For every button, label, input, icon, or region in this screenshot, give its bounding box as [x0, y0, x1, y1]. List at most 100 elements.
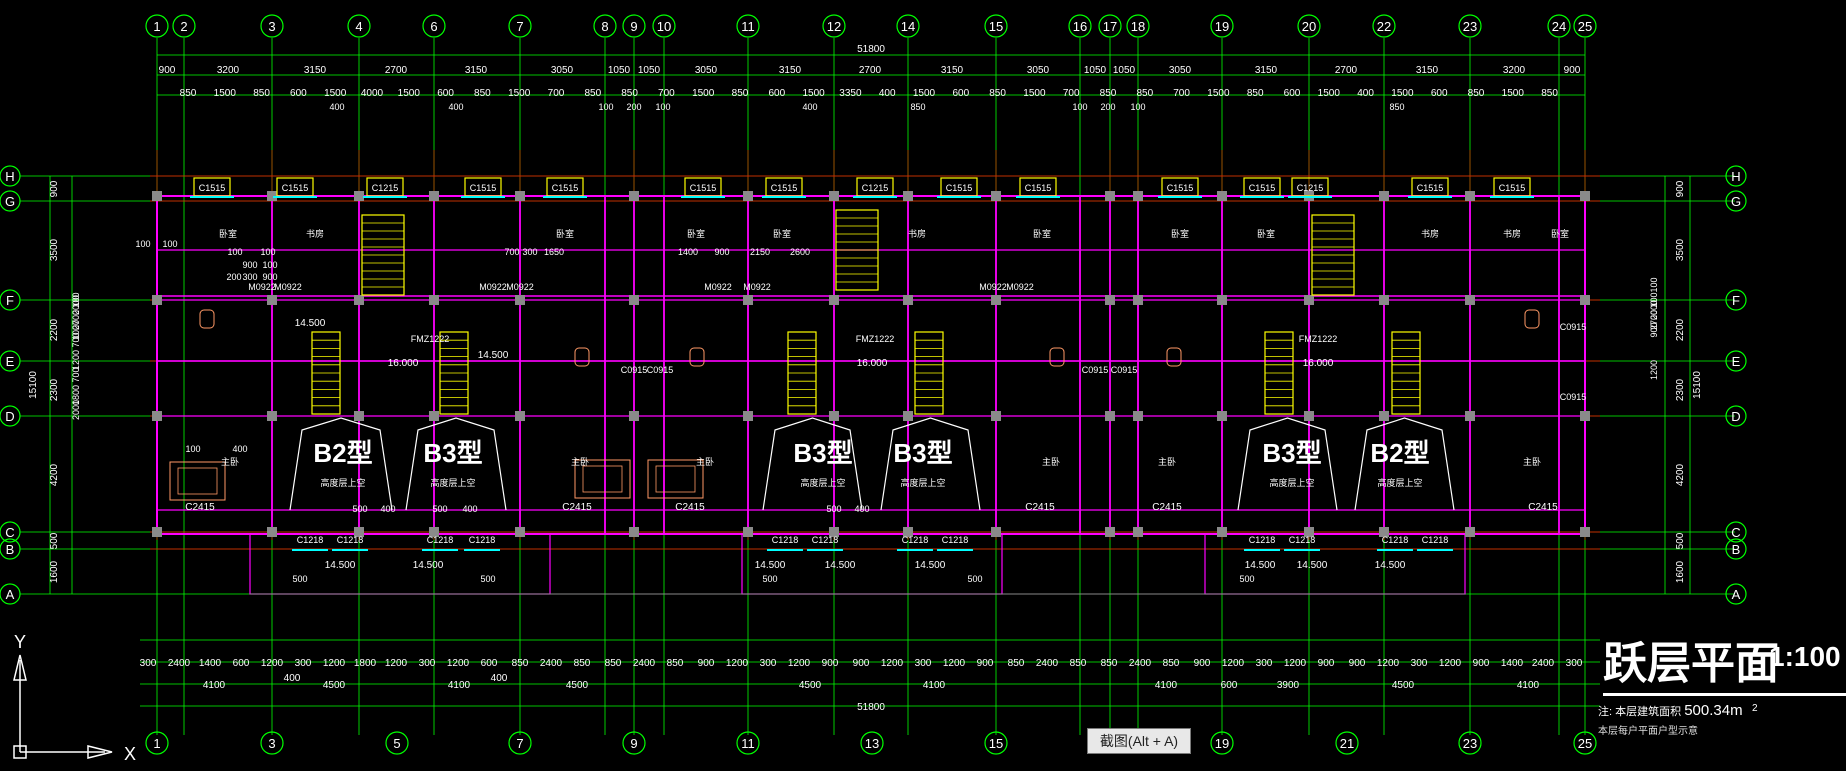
dim-bottom1: 850 [605, 658, 622, 669]
dim-bottom2: 4100 [923, 680, 946, 691]
area-note: 注: 本层建筑面积 500.34m [1598, 702, 1743, 719]
window-label-c1218: C1218 [337, 535, 364, 545]
axis-bubble-top [736, 14, 760, 38]
unit-type-label: B2型 [1370, 438, 1429, 468]
column [991, 527, 1001, 537]
plan-small-dim: 100 [162, 239, 177, 249]
room-label: 书房 [908, 228, 926, 239]
column [267, 411, 277, 421]
axis-bubble-top-label: 7 [516, 19, 523, 34]
column [1133, 411, 1143, 421]
dim-row1: 3200 [217, 65, 240, 76]
unit-sub-label: 高度层上空 [800, 477, 845, 488]
axis-bubble-bottom [622, 731, 646, 755]
axis-bubble-top-label: 9 [630, 19, 637, 34]
bay-window-outline [880, 417, 981, 511]
dim-row2: 850 [253, 88, 270, 99]
dim-row2: 850 [621, 88, 638, 99]
column [1133, 191, 1143, 201]
column [515, 527, 525, 537]
level-label: 14.500 [413, 560, 444, 571]
window-label-c1218: C1218 [942, 535, 969, 545]
dim-row2: 850 [180, 88, 197, 99]
column [1217, 527, 1227, 537]
dim-bottom1: 1200 [261, 658, 284, 669]
axis-bubble-bottom [860, 731, 884, 755]
unit-sub-label: 高度层上空 [430, 477, 475, 488]
level-label: 14.500 [1245, 560, 1276, 571]
axis-bubble-top-label: 8 [601, 19, 608, 34]
unit-sub-label: 高度层上空 [1269, 477, 1314, 488]
dim-row2-sub: 100 [655, 102, 670, 112]
plan-small-dim: 500 [826, 504, 841, 514]
grid-lines [20, 38, 1735, 735]
column [829, 411, 839, 421]
dim-row2: 700 [548, 88, 565, 99]
dim-row2: 850 [1468, 88, 1485, 99]
dim-left-inner: 700 [71, 367, 81, 382]
dim-row1: 3150 [1255, 65, 1278, 76]
dim-bottom1: 1800 [354, 658, 377, 669]
plan-small-dim: 400 [462, 504, 477, 514]
fire-door-label: FMZ1222 [411, 334, 450, 344]
plan-small-dim: 900 [242, 260, 257, 270]
axis-bubble-left [0, 405, 21, 427]
axis-bubble-top [508, 14, 532, 38]
dim-bottom1: 2400 [540, 658, 563, 669]
level-label: 16.000 [388, 358, 419, 369]
axis-bubble-right-label: B [1732, 542, 1741, 557]
dim-row2-sub: 850 [1389, 102, 1404, 112]
dim-row2: 1500 [1023, 88, 1046, 99]
window-label-c2415: C2415 [1025, 502, 1055, 513]
dim-bottom2: 3900 [1277, 680, 1300, 691]
window-label-c1218: C1218 [469, 535, 496, 545]
dim-bottom1: 2400 [633, 658, 656, 669]
window-label-c1218: C1218 [1289, 535, 1316, 545]
dim-row1: 3150 [941, 65, 964, 76]
dim-row2: 600 [1431, 88, 1448, 99]
dim-row2-sub: 100 [1130, 102, 1145, 112]
axis-bubble-right-label: D [1731, 409, 1740, 424]
fixture [689, 347, 705, 367]
door-label: M0922 [274, 282, 302, 292]
column [629, 411, 639, 421]
axis-bubble-left [0, 289, 21, 311]
room-label: 卧室 [556, 228, 574, 239]
dim-row2: 600 [768, 88, 785, 99]
fire-door-label: FMZ1222 [1299, 334, 1338, 344]
window-label-c1218: C1218 [772, 535, 799, 545]
dim-bottom1: 850 [1070, 658, 1087, 669]
window-label-top: C1515 [1249, 183, 1276, 193]
dim-bottom1: 1200 [1222, 658, 1245, 669]
plan-small-dim: 200 [226, 272, 241, 282]
level-label: 16.000 [857, 358, 888, 369]
axis-bubble-top [896, 14, 920, 38]
column [829, 295, 839, 305]
window-label-top: C1515 [771, 183, 798, 193]
dim-row2: 700 [1063, 88, 1080, 99]
plan-small-dim: 100 [262, 260, 277, 270]
axis-bubble-top-label: 1 [153, 19, 160, 34]
plan-small-dim: 300 [242, 272, 257, 282]
axis-bubble-top [1372, 14, 1396, 38]
dim-bottom1: 1200 [788, 658, 811, 669]
room-label: 卧室 [687, 228, 705, 239]
column [429, 295, 439, 305]
axis-bubble-left [0, 350, 21, 372]
dim-row1: 2700 [1335, 65, 1358, 76]
room-label: 书房 [1421, 228, 1439, 239]
axis-bubble-left-label: C [5, 525, 14, 540]
ucs-x-label: X [124, 744, 136, 764]
dim-row2: 850 [989, 88, 1006, 99]
dim-row2-sub: 400 [329, 102, 344, 112]
dim-row2-sub: 200 [626, 102, 641, 112]
fixture [574, 347, 590, 367]
axis-bubble-top-label: 6 [430, 19, 437, 34]
dim-right: 500 [1675, 532, 1686, 549]
window-label-top: C1515 [946, 183, 973, 193]
dim-bottom1: 850 [1101, 658, 1118, 669]
screenshot-tooltip: 截图(Alt + A) [1087, 728, 1191, 754]
balcony [249, 533, 551, 595]
